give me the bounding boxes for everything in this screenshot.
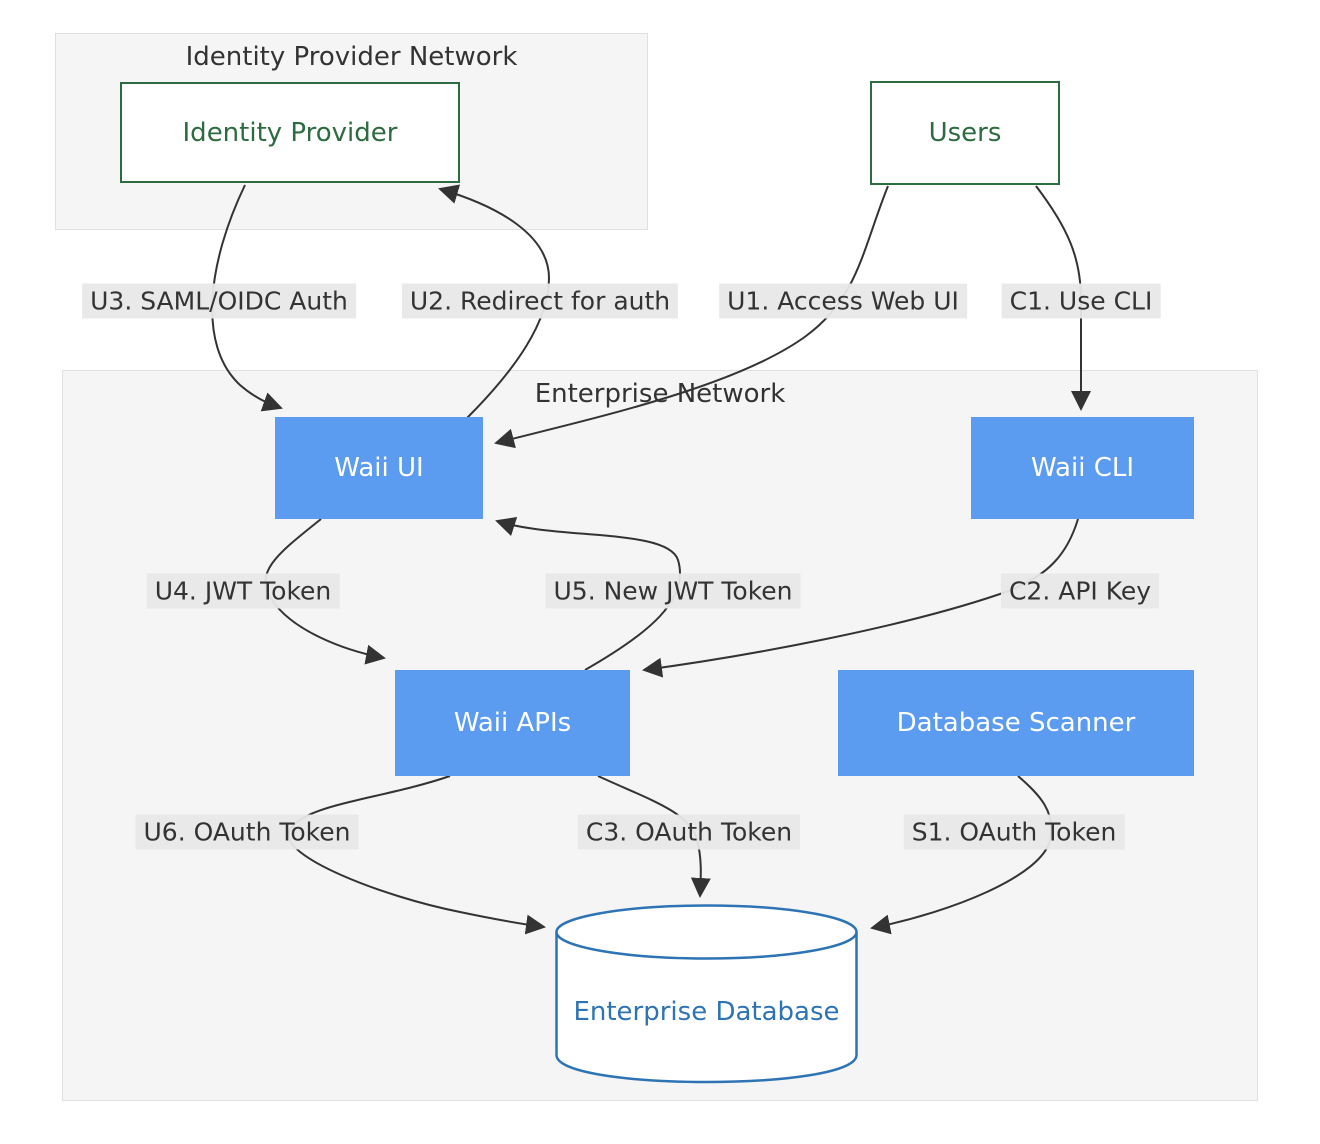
cluster-title-enterprise-network: Enterprise Network [534, 379, 786, 409]
node-users-label: Users [928, 118, 1002, 148]
edge-label-c2: C2. API Key [1000, 573, 1160, 609]
node-enterprise-database: Enterprise Database [554, 903, 859, 1093]
node-waii-cli: Waii CLI [971, 417, 1194, 519]
edge-label-u6: U6. OAuth Token [135, 814, 359, 850]
node-database-scanner: Database Scanner [838, 670, 1194, 776]
node-waii-apis: Waii APIs [395, 670, 630, 776]
edge-label-u1: U1. Access Web UI [719, 283, 967, 319]
edge-label-u2: U2. Redirect for auth [401, 283, 679, 319]
edge-label-c3: C3. OAuth Token [577, 814, 801, 850]
node-users: Users [870, 81, 1060, 185]
edge-label-u5: U5. New JWT Token [545, 573, 801, 609]
edge-label-u3: U3. SAML/OIDC Auth [82, 283, 356, 319]
node-waii-ui: Waii UI [275, 417, 483, 519]
cluster-title-identity-provider-network: Identity Provider Network [185, 42, 518, 72]
node-waii-apis-label: Waii APIs [453, 708, 572, 738]
edge-label-u4: U4. JWT Token [146, 573, 340, 609]
edge-label-s1: S1. OAuth Token [903, 814, 1125, 850]
node-database-scanner-label: Database Scanner [896, 708, 1136, 738]
node-waii-ui-label: Waii UI [334, 453, 424, 483]
node-waii-cli-label: Waii CLI [1031, 453, 1134, 483]
edge-label-c1: C1. Use CLI [1001, 283, 1161, 319]
node-identity-provider: Identity Provider [120, 82, 460, 183]
database-cylinder-shape [555, 904, 858, 1084]
node-identity-provider-label: Identity Provider [182, 117, 398, 148]
node-enterprise-database-label: Enterprise Database [573, 997, 840, 1027]
